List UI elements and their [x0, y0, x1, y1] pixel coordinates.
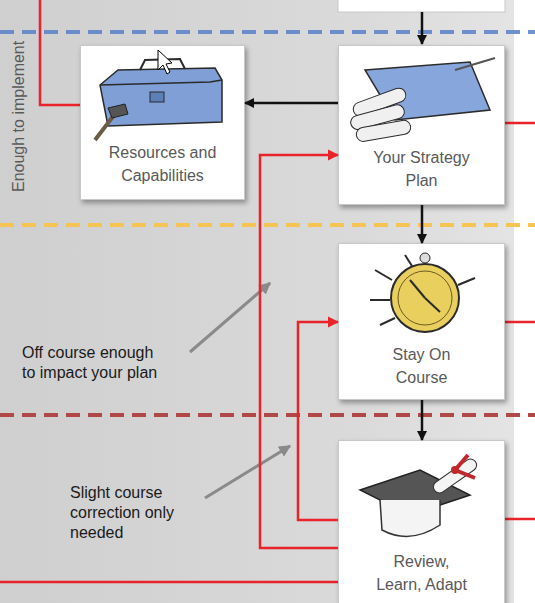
node-title: Stay On Course [377, 343, 467, 389]
feedback-arrow [260, 155, 338, 548]
partial-box [338, 0, 505, 12]
process-box: Review, Learn, Adapt [338, 440, 505, 603]
feedback-line [40, 0, 80, 105]
feedback-arrow [298, 322, 338, 520]
process-box: Stay On Course [338, 243, 505, 400]
flow-arrow [421, 400, 424, 440]
leader-arrow [205, 446, 290, 498]
process-box: Your Strategy Plan [338, 45, 505, 205]
flow-arrow [245, 102, 338, 105]
feedback-line [505, 122, 535, 125]
threshold-line [0, 30, 535, 34]
node-title: Review, Learn, Adapt [373, 550, 471, 596]
process-box: Resources and Capabilities [80, 45, 245, 200]
node-title: Your Strategy Plan [364, 146, 479, 192]
flow-arrow [421, 12, 424, 44]
annotation-text: Off course enough to impact your plan [22, 343, 162, 383]
node-title: Resources and Capabilities [93, 141, 233, 187]
leader-arrow [190, 283, 270, 352]
feedback-line [505, 518, 535, 521]
feedback-line [0, 581, 340, 584]
annotation-text: Slight course correction only needed [70, 483, 185, 543]
flow-arrow [421, 205, 424, 243]
threshold-line [0, 223, 535, 227]
threshold-line [0, 413, 535, 417]
side-label: Enough to implement [10, 41, 28, 192]
feedback-line [505, 321, 535, 324]
